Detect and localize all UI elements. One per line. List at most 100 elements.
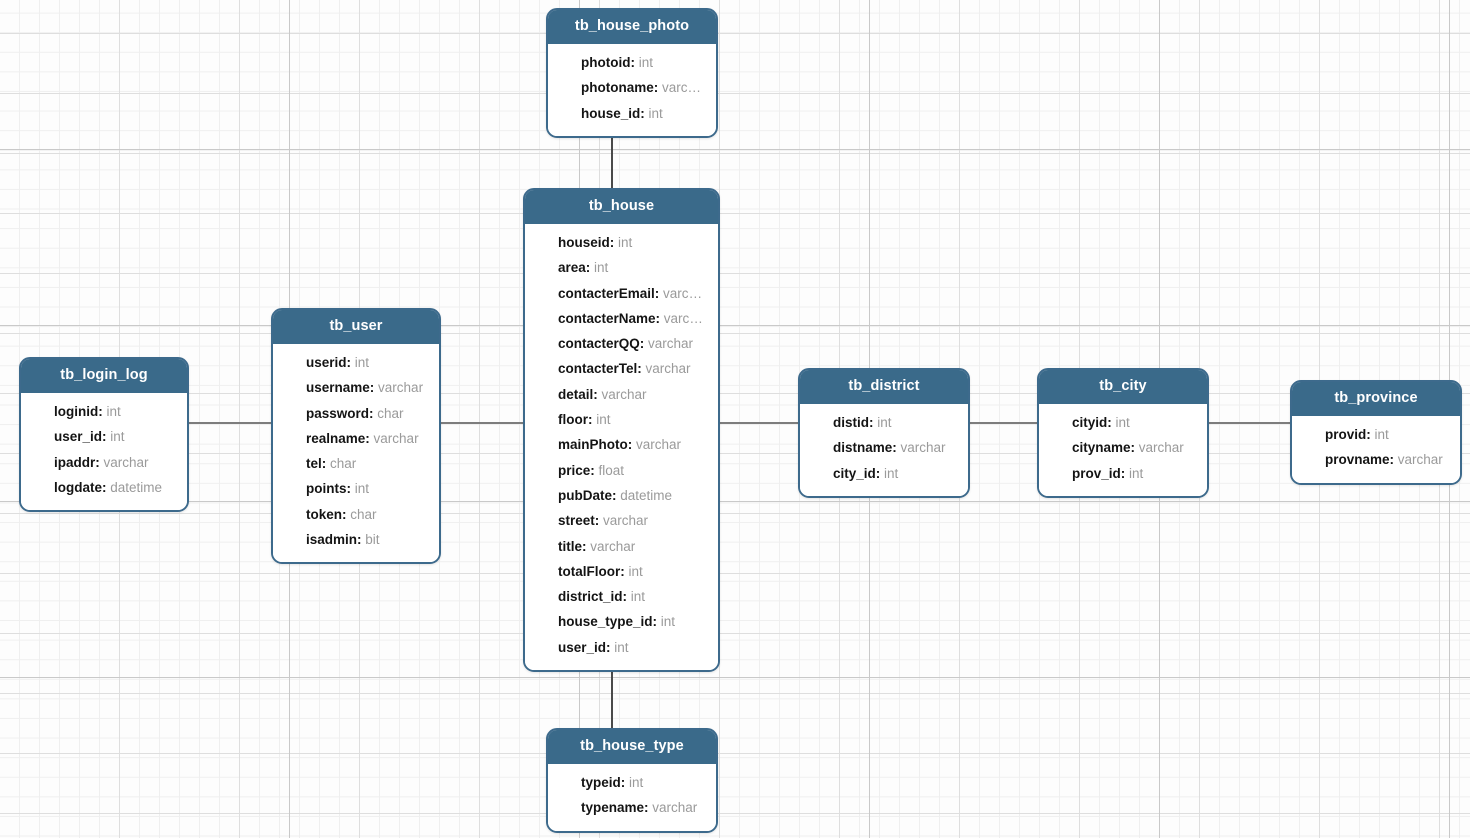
field-separator: :: [1120, 465, 1130, 481]
field-row[interactable]: cityid: int: [1039, 410, 1207, 435]
field-row[interactable]: floor: int: [525, 407, 718, 432]
field-row[interactable]: contacterQQ: varchar: [525, 331, 718, 356]
field-name: distid: [833, 415, 869, 430]
field-row[interactable]: isadmin: bit: [273, 527, 439, 552]
field-row[interactable]: user_id: int: [21, 424, 187, 449]
field-row[interactable]: logdate: datetime: [21, 475, 187, 500]
field-row[interactable]: points: int: [273, 476, 439, 501]
relationship-connector-district-to-city[interactable]: [969, 422, 1038, 424]
entity-title-tb_user[interactable]: tb_user: [273, 310, 439, 344]
field-row[interactable]: provname: varchar: [1292, 447, 1460, 472]
entity-title-tb_house[interactable]: tb_house: [525, 190, 718, 224]
field-row[interactable]: provid: int: [1292, 422, 1460, 447]
field-row[interactable]: contacterName: varchar: [525, 306, 718, 331]
relationship-connector-city-to-province[interactable]: [1208, 422, 1291, 424]
field-type: varchar: [603, 513, 649, 529]
relationship-connector-house-photo-to-house[interactable]: [611, 131, 613, 189]
field-row[interactable]: ipaddr: varchar: [21, 450, 187, 475]
field-row[interactable]: loginid: int: [21, 399, 187, 424]
field-row[interactable]: district_id: int: [525, 584, 718, 609]
field-row[interactable]: area: int: [525, 255, 718, 280]
field-row[interactable]: street: varchar: [525, 508, 718, 533]
field-row[interactable]: contacterTel: varchar: [525, 356, 718, 381]
field-separator: :: [346, 355, 355, 370]
field-separator: :: [637, 361, 646, 377]
field-row[interactable]: house_id: int: [548, 101, 716, 126]
field-type: int: [877, 415, 892, 430]
entity-title-tb_house_photo[interactable]: tb_house_photo: [548, 10, 716, 44]
field-row[interactable]: realname: varchar: [273, 426, 439, 451]
field-row[interactable]: detail: varchar: [525, 382, 718, 407]
relationship-connector-house-to-district[interactable]: [719, 422, 799, 424]
field-name: loginid: [54, 404, 99, 419]
relationship-connector-user-to-house[interactable]: [440, 422, 524, 424]
field-row[interactable]: title: varchar: [525, 534, 718, 559]
field-row[interactable]: price: float: [525, 458, 718, 483]
field-type: bit: [365, 532, 380, 548]
field-row[interactable]: photoname: varc…: [548, 75, 716, 100]
field-row[interactable]: mainPhoto: varchar: [525, 432, 718, 457]
field-separator: :: [1130, 440, 1139, 456]
field-type: int: [596, 412, 611, 428]
entity-title-tb_login_log[interactable]: tb_login_log: [21, 359, 187, 393]
field-type: varchar: [378, 380, 424, 396]
entity-title-tb_province[interactable]: tb_province: [1292, 382, 1460, 416]
field-name: tel: [306, 456, 322, 472]
field-name: photoname: [581, 80, 654, 96]
field-row[interactable]: house_type_id: int: [525, 609, 718, 634]
field-type: int: [106, 404, 121, 419]
field-name: cityid: [1072, 415, 1108, 430]
field-row[interactable]: city_id: int: [800, 461, 968, 486]
field-separator: :: [653, 80, 662, 96]
field-separator: :: [98, 404, 107, 419]
field-row[interactable]: typeid: int: [548, 770, 716, 795]
field-row[interactable]: tel: char: [273, 451, 439, 476]
field-row[interactable]: password: char: [273, 401, 439, 426]
field-name: contacterQQ: [558, 336, 640, 352]
field-name: houseid: [558, 235, 610, 250]
field-row[interactable]: typename: varchar: [548, 795, 716, 820]
field-name: city_id: [833, 465, 876, 481]
field-type: datetime: [110, 479, 163, 495]
entity-title-tb_district[interactable]: tb_district: [800, 370, 968, 404]
field-row[interactable]: distname: varchar: [800, 435, 968, 460]
field-row[interactable]: photoid: int: [548, 50, 716, 75]
field-row[interactable]: totalFloor: int: [525, 559, 718, 584]
entity-title-tb_house_type[interactable]: tb_house_type: [548, 730, 716, 764]
relationship-connector-login-log-to-user[interactable]: [188, 422, 272, 424]
field-name: house_id: [581, 105, 641, 121]
field-row[interactable]: prov_id: int: [1039, 461, 1207, 486]
field-row[interactable]: user_id: int: [525, 635, 718, 660]
field-row[interactable]: token: char: [273, 502, 439, 527]
field-row[interactable]: cityname: varchar: [1039, 435, 1207, 460]
field-row[interactable]: distid: int: [800, 410, 968, 435]
relationship-connector-house-to-house-type[interactable]: [611, 665, 613, 729]
field-name: isadmin: [306, 532, 358, 548]
field-row[interactable]: userid: int: [273, 350, 439, 375]
entity-title-tb_city[interactable]: tb_city: [1039, 370, 1207, 404]
field-row[interactable]: pubDate: datetime: [525, 483, 718, 508]
field-name: district_id: [558, 589, 623, 605]
field-type: int: [660, 614, 676, 630]
field-row[interactable]: houseid: int: [525, 230, 718, 255]
field-name: userid: [306, 355, 347, 370]
field-name: typename: [581, 800, 645, 816]
field-row[interactable]: contacterEmail: varchar: [525, 281, 718, 306]
field-name: password: [306, 405, 370, 421]
field-type: int: [110, 429, 125, 445]
field-row[interactable]: username: varchar: [273, 375, 439, 400]
field-separator: :: [609, 235, 619, 250]
field-name: provid: [1325, 427, 1367, 442]
field-type: int: [629, 775, 644, 790]
